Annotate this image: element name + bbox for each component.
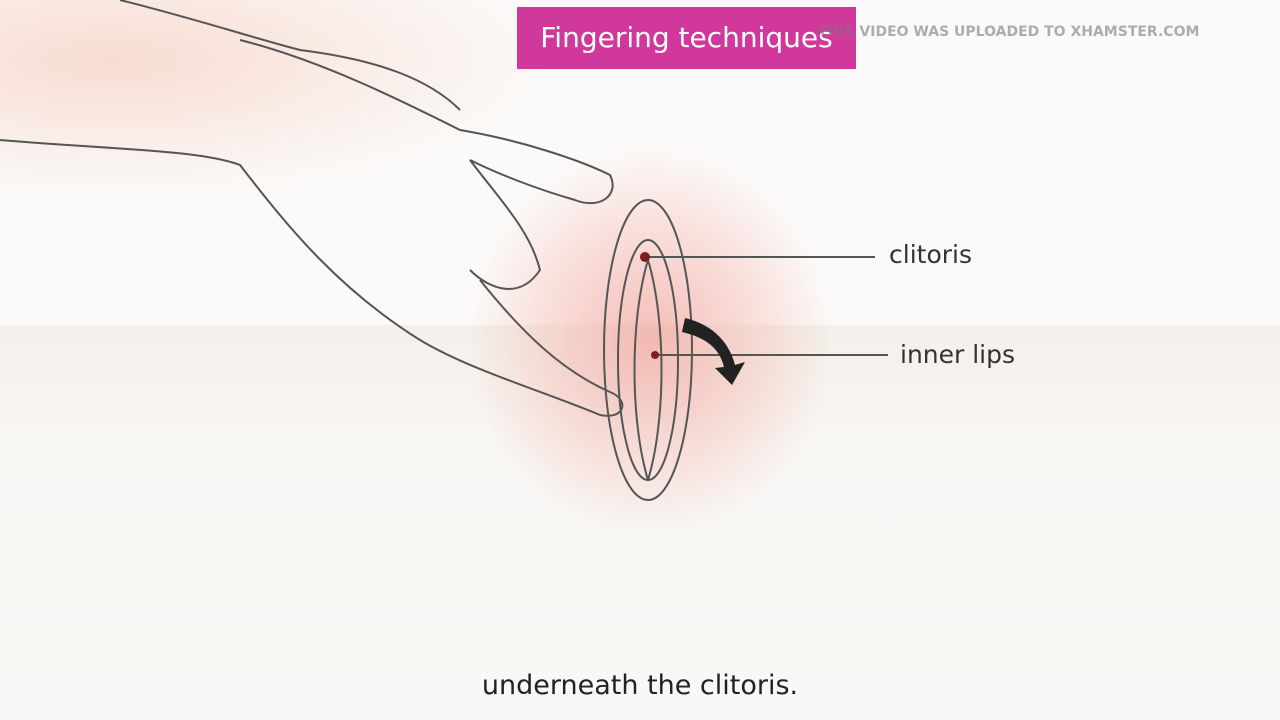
curved-arrow-icon	[682, 318, 745, 385]
arm-shading	[0, 0, 560, 200]
watermark: THIS VIDEO WAS UPLOADED TO XHAMSTER.COM	[818, 24, 1200, 40]
label-clitoris: clitoris	[889, 240, 972, 269]
clitoris-marker	[640, 252, 650, 262]
inner-lines	[633, 259, 663, 481]
inner-outline	[617, 239, 679, 481]
highlight-glow	[470, 150, 830, 530]
hand-outline	[0, 39, 624, 417]
video-title-banner: Fingering techniques	[517, 7, 856, 69]
label-inner-lips: inner lips	[900, 340, 1016, 369]
outer-outline	[603, 199, 693, 501]
inner-lips-marker	[651, 351, 659, 359]
subtitle-caption: underneath the clitoris.	[481, 670, 799, 701]
hand-top-outline	[119, 0, 461, 111]
